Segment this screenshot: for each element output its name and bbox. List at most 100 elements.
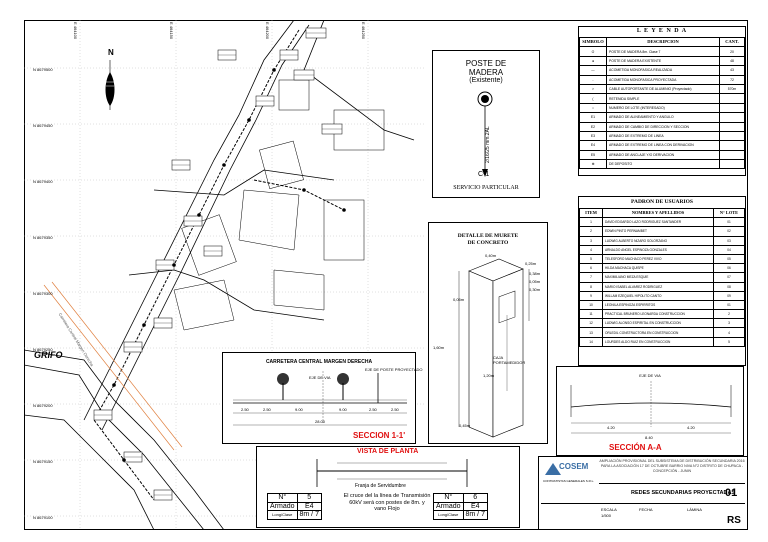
armado-n-label: N° xyxy=(267,493,298,503)
seccion-a-a-label: SECCIÓN A-A xyxy=(609,443,662,452)
transmission-line xyxy=(43,281,183,451)
lamina-label: LÁMINA xyxy=(687,507,702,512)
seccion-1-1-title: CARRETERA CENTRAL MARGEN DERECHA xyxy=(265,359,373,365)
vista-planta-drawing xyxy=(316,459,468,487)
padron-lote: 01 xyxy=(713,299,745,311)
leyenda-qty: 20 xyxy=(719,46,745,57)
eje-poste-label: EJE DE POSTE PROYECTADO xyxy=(365,367,423,372)
northing-label: N 8679500 xyxy=(33,67,53,72)
padron-item: 10 xyxy=(579,299,603,311)
padron-lote: 2 xyxy=(713,309,745,320)
leyenda-desc: ACOMETIDA MONOFASICA REALIZADA xyxy=(606,65,720,76)
leyenda-symbol: E4 xyxy=(579,140,607,151)
easting-label: E 464100 xyxy=(73,22,78,40)
leyenda-desc: ARMADO DE ANCLAJE Y/O DERIVACION xyxy=(606,149,720,161)
padron-name: LUDWIG ALONSO ESPIRITAL EN CONSTRUCCION xyxy=(602,318,714,329)
murete-title-2: DE CONCRETO xyxy=(467,240,509,246)
vista-planta: VISTA DE PLANTA Franja de Servidumbre El… xyxy=(256,446,520,528)
padron-name: HILDA MACHACA QUISPE xyxy=(602,263,714,274)
seccion-a-a-dim: 4.20 xyxy=(687,425,695,430)
northing-label: N 8679350 xyxy=(33,235,53,240)
padron-header-lote: N° LOTE xyxy=(713,207,745,219)
company-name: COSEM xyxy=(559,462,589,471)
company-subtitle: CONTRATISTAS GENERALES S.R.L. xyxy=(543,479,595,483)
easting-label: E 464250 xyxy=(361,22,366,40)
padron-header-nombres: NOMBRES Y APELLIDOS xyxy=(602,207,714,219)
padron-item: 5 xyxy=(579,253,603,265)
seccion-a-a-dim: 4.20 xyxy=(607,425,615,430)
armado-cond-value: 8m / 7 xyxy=(462,510,488,520)
north-arrow-icon xyxy=(105,60,115,110)
sheet-title: REDES SECUNDARIAS PROYECTADAS xyxy=(631,490,736,496)
padron-name: MARIO ISABEL ALVAREZ RODRIGUEZ xyxy=(602,281,714,292)
padron-lote: 5 xyxy=(713,336,745,347)
padron-lote: 08 xyxy=(713,281,745,292)
escala-label: ESCALA xyxy=(601,507,617,512)
northing-label: N 8679200 xyxy=(33,403,53,408)
armado-n-value: 5 xyxy=(296,493,322,503)
padron-lote: 05 xyxy=(713,253,745,265)
leyenda-title: L E Y E N D A xyxy=(636,28,688,34)
murete-dim: 0,30m xyxy=(529,287,541,292)
armado-value: E4 xyxy=(296,501,322,511)
armado-n-value: 6 xyxy=(462,493,488,503)
pole-markers xyxy=(112,68,346,462)
poste-code: C-1 xyxy=(478,171,490,178)
cosem-logo: COSEM CONTRATISTAS GENERALES S.R.L. xyxy=(541,459,597,489)
leyenda-desc: POSTE DE MADERA 8m. Clase 7 xyxy=(606,46,720,57)
sheet-number: 01 xyxy=(725,487,738,499)
leyenda-qty xyxy=(719,121,745,132)
grifo-label: GRIFO xyxy=(34,350,63,360)
fecha-label: FECHA xyxy=(639,507,653,512)
leyenda-desc: ARMADO DE CAMBIO DE DIRECCION Y SECCION xyxy=(606,121,720,132)
northing-label: N 8679150 xyxy=(33,459,53,464)
leyenda-desc: RETENIDA SIMPLE xyxy=(606,93,720,104)
leyenda-desc: CABLE AUTOPORTANTE DE ALUMINIO (Proyecta… xyxy=(606,83,720,95)
armado-cond-label: Long/Clase xyxy=(267,510,298,520)
murete-dim: 1,60m xyxy=(433,345,445,350)
leyenda-table: L E Y E N D A SIMBOLO DESCRIPCION CANT. … xyxy=(578,26,746,176)
padron-lote: 3 xyxy=(713,318,745,329)
leyenda-header-cant: CANT. xyxy=(719,36,745,48)
murete-dim: 0,40m xyxy=(485,253,497,258)
eje-via-label: EJE DE VIA xyxy=(309,375,331,380)
armado-cond-label: Long/Clase xyxy=(433,510,464,520)
leyenda-row: ⊕DE DEPOSITO xyxy=(579,159,745,170)
padron-name: ORLEDIL CONSTRUCTORA EN CONSTRUCCION xyxy=(602,327,714,338)
northing-label: N 8679100 xyxy=(33,515,53,520)
leyenda-desc: ACOMETIDA MONOFASICA PROYECTADA xyxy=(606,74,720,85)
leyenda-symbol: — xyxy=(579,65,607,76)
seccion-1-1-dim: 9.00 xyxy=(295,407,303,412)
leyenda-row: >CABLE AUTOPORTANTE DE ALUMINIO (Proyect… xyxy=(579,83,745,95)
padron-item: 12 xyxy=(579,318,603,329)
leyenda-qty xyxy=(719,93,745,104)
padron-item: 7 xyxy=(579,272,603,283)
leyenda-qty xyxy=(719,159,745,170)
northing-label: N 8679400 xyxy=(33,179,53,184)
leyenda-header-simbolo: SIMBOLO xyxy=(579,36,607,48)
leyenda-symbol: > xyxy=(579,83,607,95)
leyenda-symbol: E2 xyxy=(579,121,607,132)
leyenda-symbol: O xyxy=(579,46,607,57)
padron-lote: 04 xyxy=(713,244,745,255)
armado-box-rules xyxy=(94,32,342,496)
seccion-a-a-title: EJE DE VIA xyxy=(639,373,661,378)
padron-item: 6 xyxy=(579,263,603,274)
leyenda-desc: DE DEPOSITO xyxy=(606,159,720,170)
padron-name: DAVID EDGARDO LAZO RODRIGUEZ SANTANDER xyxy=(602,217,714,228)
escala-value: 1/500 xyxy=(601,513,612,518)
padron-name: ARNALDO ANGEL ESPINOZA GONZALES xyxy=(602,244,714,255)
murete-dim: 0,05m xyxy=(453,297,465,302)
